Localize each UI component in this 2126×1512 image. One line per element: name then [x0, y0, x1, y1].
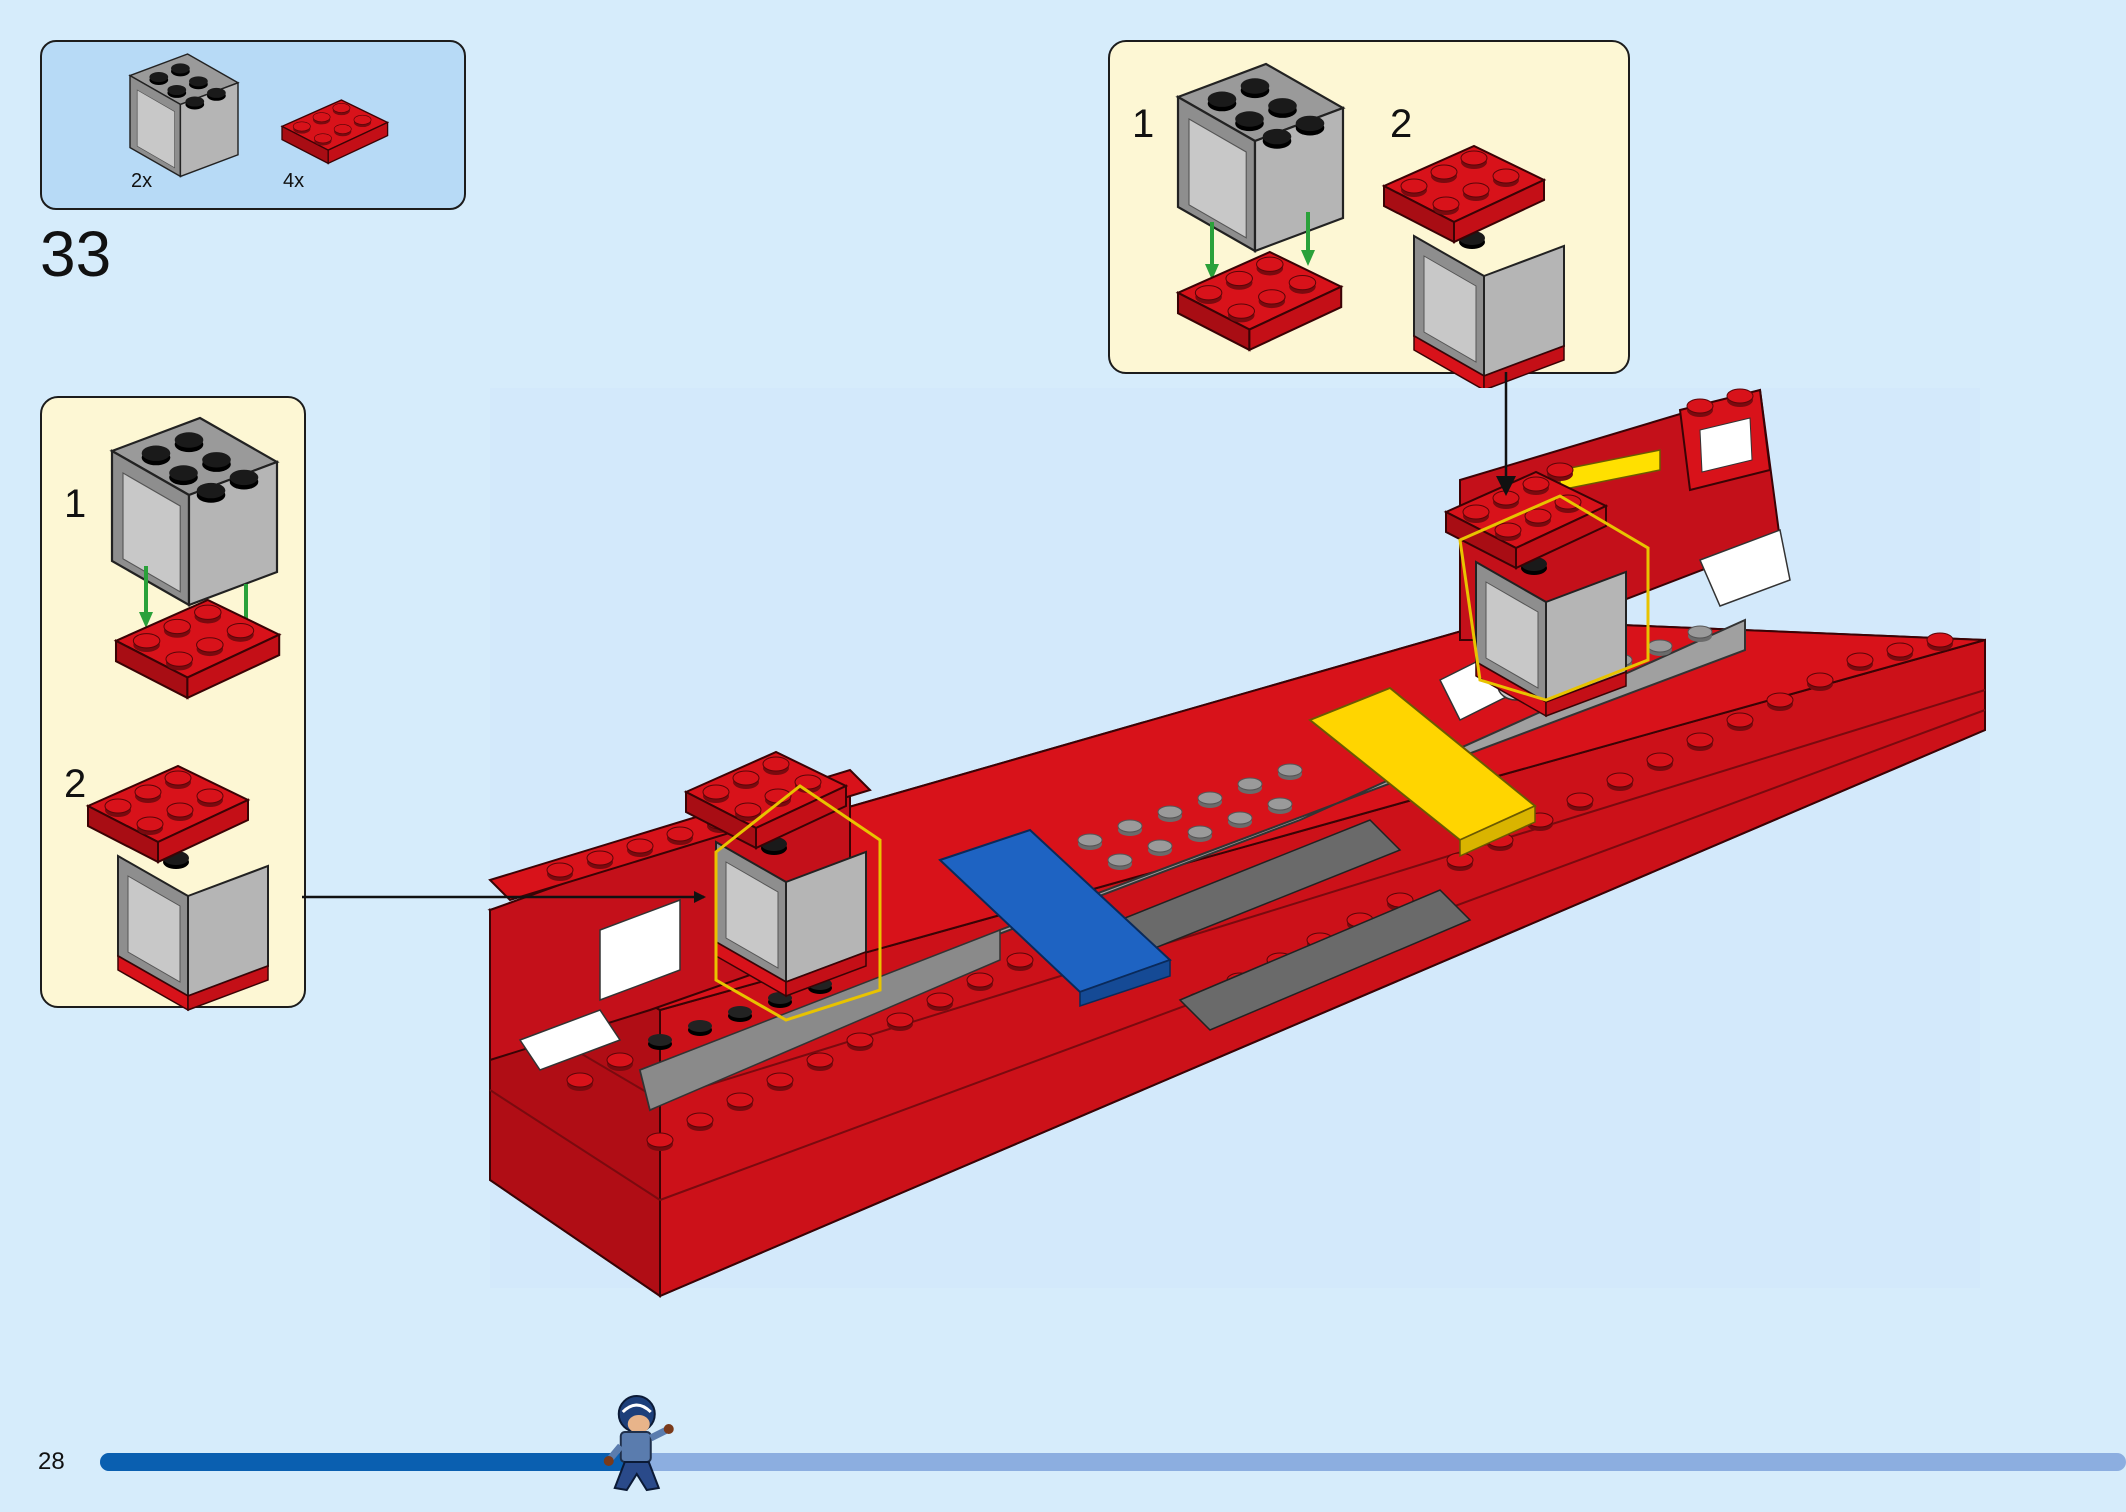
model-right-tower: [1438, 388, 1791, 722]
callout-top-container-icon: [1178, 64, 1343, 251]
callout-top-substep-1: 1: [1132, 102, 1155, 146]
highlight-outline-left: [714, 784, 882, 1022]
highlight-outline-right: [1458, 494, 1650, 702]
parts-list-panel: [40, 40, 466, 210]
callout-left-substep-2: 2: [64, 762, 87, 806]
part-quantity-container: 2x: [131, 170, 153, 192]
model-yellow-tile: [1308, 686, 1537, 858]
callout-left-substep-1: 1: [64, 482, 87, 526]
model-dark-tile: [1178, 889, 1472, 1031]
part-container-icon: [130, 54, 238, 176]
step-number: 33: [40, 218, 112, 290]
part-plate-icon: [282, 100, 388, 163]
model-blue-tile: [938, 828, 1172, 1008]
callout-top-capped-icon: [1384, 146, 1564, 390]
callout-top-plate-icon: [1178, 252, 1341, 350]
callout-left-capped-icon: [88, 766, 268, 1010]
part-quantity-plate: 4x: [283, 170, 305, 192]
page-number: 28: [38, 1448, 65, 1475]
callout-left-container-icon: [112, 418, 277, 605]
callout-top-substep-2: 2: [1390, 102, 1413, 146]
